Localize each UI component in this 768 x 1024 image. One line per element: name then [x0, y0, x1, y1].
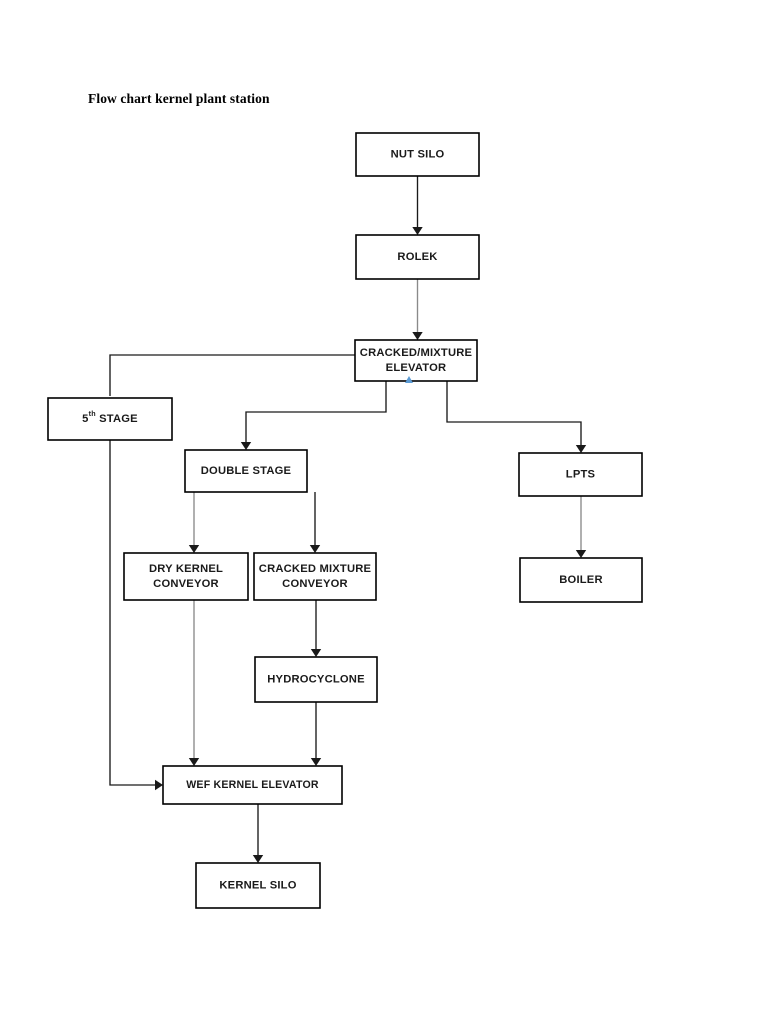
node-box[interactable] [162, 765, 343, 805]
edge-line [109, 354, 355, 396]
annotations-layer [405, 376, 413, 383]
node-label: DRY KERNEL [149, 563, 223, 575]
arrowhead-icon [188, 545, 200, 553]
node-lpts[interactable]: LPTS [518, 452, 643, 497]
arrowhead-icon [252, 855, 264, 863]
node-box[interactable] [195, 862, 321, 909]
edge-cracked_elev-to-lpts [446, 381, 587, 453]
node-box[interactable] [254, 656, 378, 703]
node-label: KERNEL SILO [219, 879, 296, 891]
node-box[interactable] [518, 452, 643, 497]
arrowhead-icon [309, 545, 321, 553]
node-label: 5th STAGE [82, 409, 138, 425]
arrowhead-icon [310, 758, 322, 766]
node-box[interactable] [47, 397, 173, 441]
arrowhead-icon [575, 445, 587, 453]
arrowhead-icon [310, 649, 322, 657]
node-label: CRACKED MIXTURE [259, 563, 372, 575]
node-wef_elev[interactable]: WEF KERNEL ELEVATOR [162, 765, 343, 805]
node-box[interactable] [354, 339, 478, 382]
edge-cm_conveyor-to-hydrocyclone [310, 600, 322, 657]
arrowhead-icon [155, 779, 163, 791]
node-kernel_silo[interactable]: KERNEL SILO [195, 862, 321, 909]
edge-double_stage-to-cm_conveyor [309, 492, 321, 553]
accent-marker-icon [405, 376, 413, 383]
arrowhead-icon [412, 227, 423, 235]
arrowhead-icon [575, 550, 587, 558]
arrowhead-icon [188, 758, 200, 766]
edges-layer [109, 176, 587, 863]
node-label: DOUBLE STAGE [201, 465, 292, 477]
node-box[interactable] [355, 234, 480, 280]
edge-cracked_elev-to-double_stage [240, 381, 387, 450]
arrowhead-icon [240, 442, 252, 450]
node-label: CONVEYOR [153, 578, 219, 590]
nodes-layer: NUT SILO ROLEK CRACKED/MIXTURE ELEVATOR 5th … [47, 132, 643, 909]
node-box[interactable] [253, 552, 377, 601]
edge-line [245, 381, 387, 448]
node-rolek[interactable]: ROLEK [355, 234, 480, 280]
edge-lpts-to-boiler [575, 496, 587, 558]
node-cm_conveyor[interactable]: CRACKED MIXTURE CONVEYOR [253, 552, 377, 601]
arrowhead-icon [412, 332, 423, 340]
node-nut_silo[interactable]: NUT SILO [355, 132, 480, 177]
edge-line [109, 440, 161, 786]
node-fifth_stage[interactable]: 5th STAGE [47, 397, 173, 441]
node-label: CRACKED/MIXTURE [360, 347, 473, 359]
node-label: ELEVATOR [386, 362, 447, 374]
node-label: CONVEYOR [282, 578, 348, 590]
node-label: HYDROCYCLONE [267, 673, 365, 685]
node-box[interactable] [184, 449, 308, 493]
edge-rolek-to-cracked_elev [412, 279, 423, 340]
node-label: ROLEK [397, 251, 437, 263]
node-boiler[interactable]: BOILER [519, 557, 643, 603]
node-label: WEF KERNEL ELEVATOR [186, 779, 319, 791]
node-box[interactable] [355, 132, 480, 177]
node-label: BOILER [559, 574, 602, 586]
node-cracked_elev[interactable]: CRACKED/MIXTURE ELEVATOR [354, 339, 478, 382]
node-hydrocyclone[interactable]: HYDROCYCLONE [254, 656, 378, 703]
edge-cracked_elev-to-fifth_stage [109, 354, 355, 396]
edge-fifth_stage-to-wef_elev [109, 440, 163, 791]
edge-nut_silo-to-rolek [412, 176, 423, 235]
node-dry_conveyor[interactable]: DRY KERNEL CONVEYOR [123, 552, 249, 601]
node-box[interactable] [123, 552, 249, 601]
edge-wef_elev-to-kernel_silo [252, 804, 264, 863]
page-title: Flow chart kernel plant station [88, 91, 270, 106]
node-double_stage[interactable]: DOUBLE STAGE [184, 449, 308, 493]
node-box[interactable] [519, 557, 643, 603]
edge-line [446, 381, 582, 451]
node-label: LPTS [566, 468, 596, 480]
edge-double_stage-to-dry_conveyor [188, 492, 200, 553]
edge-hydrocyclone-to-wef_elev [310, 702, 322, 766]
edge-dry_conveyor-to-wef_elev [188, 600, 200, 766]
node-label: NUT SILO [391, 148, 445, 160]
